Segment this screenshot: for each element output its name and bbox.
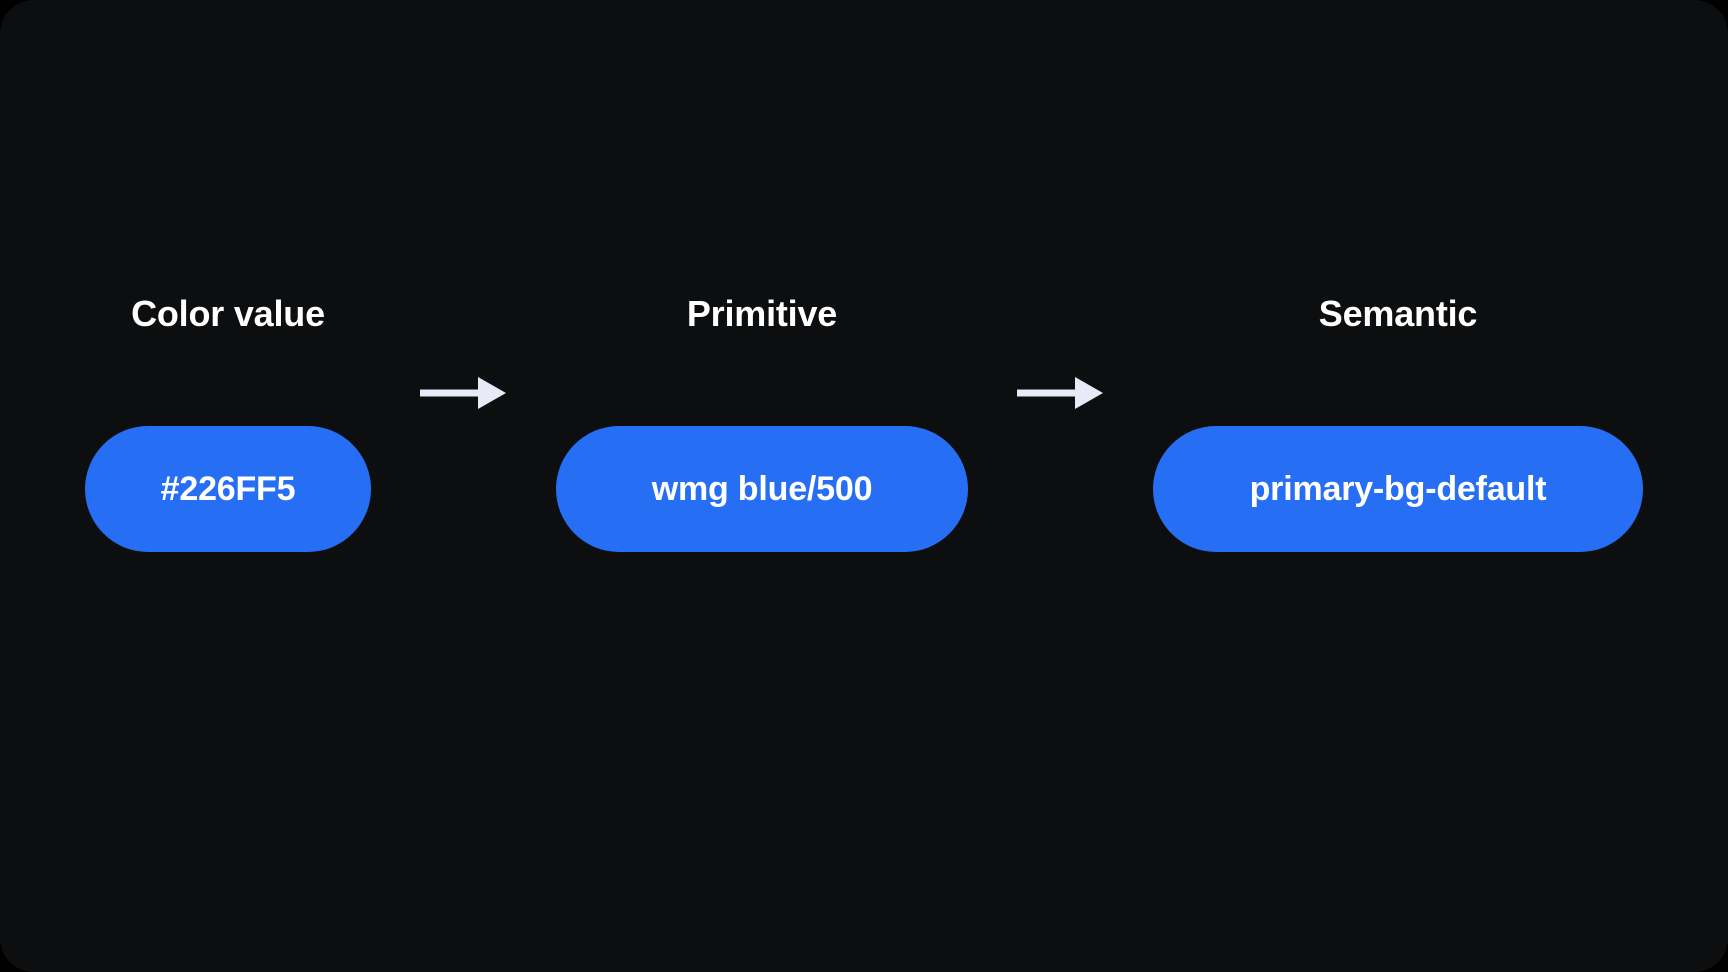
connector-2 — [1008, 296, 1114, 489]
token-pill-primitive[interactable]: wmg blue/500 — [556, 426, 968, 552]
token-pill-label-primitive: wmg blue/500 — [651, 470, 873, 508]
token-pill-semantic[interactable]: primary-bg-default — [1153, 426, 1643, 552]
token-pill-color-value[interactable]: #226FF5 — [85, 426, 371, 552]
stage-heading-semantic: Semantic — [1318, 293, 1478, 334]
stage-semantic: Semantic primary-bg-default — [1153, 296, 1643, 552]
stage-color-value: Color value #226FF5 — [85, 296, 371, 552]
stage-heading-color-value: Color value — [131, 293, 325, 334]
connector-1 — [411, 296, 517, 489]
arrow-right-icon — [1016, 371, 1105, 415]
token-pill-label-semantic: primary-bg-default — [1249, 470, 1547, 508]
stage-primitive: Primitive wmg blue/500 — [556, 296, 968, 552]
token-flow: Color value #226FF5 Primitive wmg blue/5… — [85, 296, 1643, 552]
arrow-right-icon — [419, 371, 508, 415]
stage-heading-primitive: Primitive — [686, 293, 838, 334]
token-pill-label-color-value: #226FF5 — [160, 470, 296, 508]
